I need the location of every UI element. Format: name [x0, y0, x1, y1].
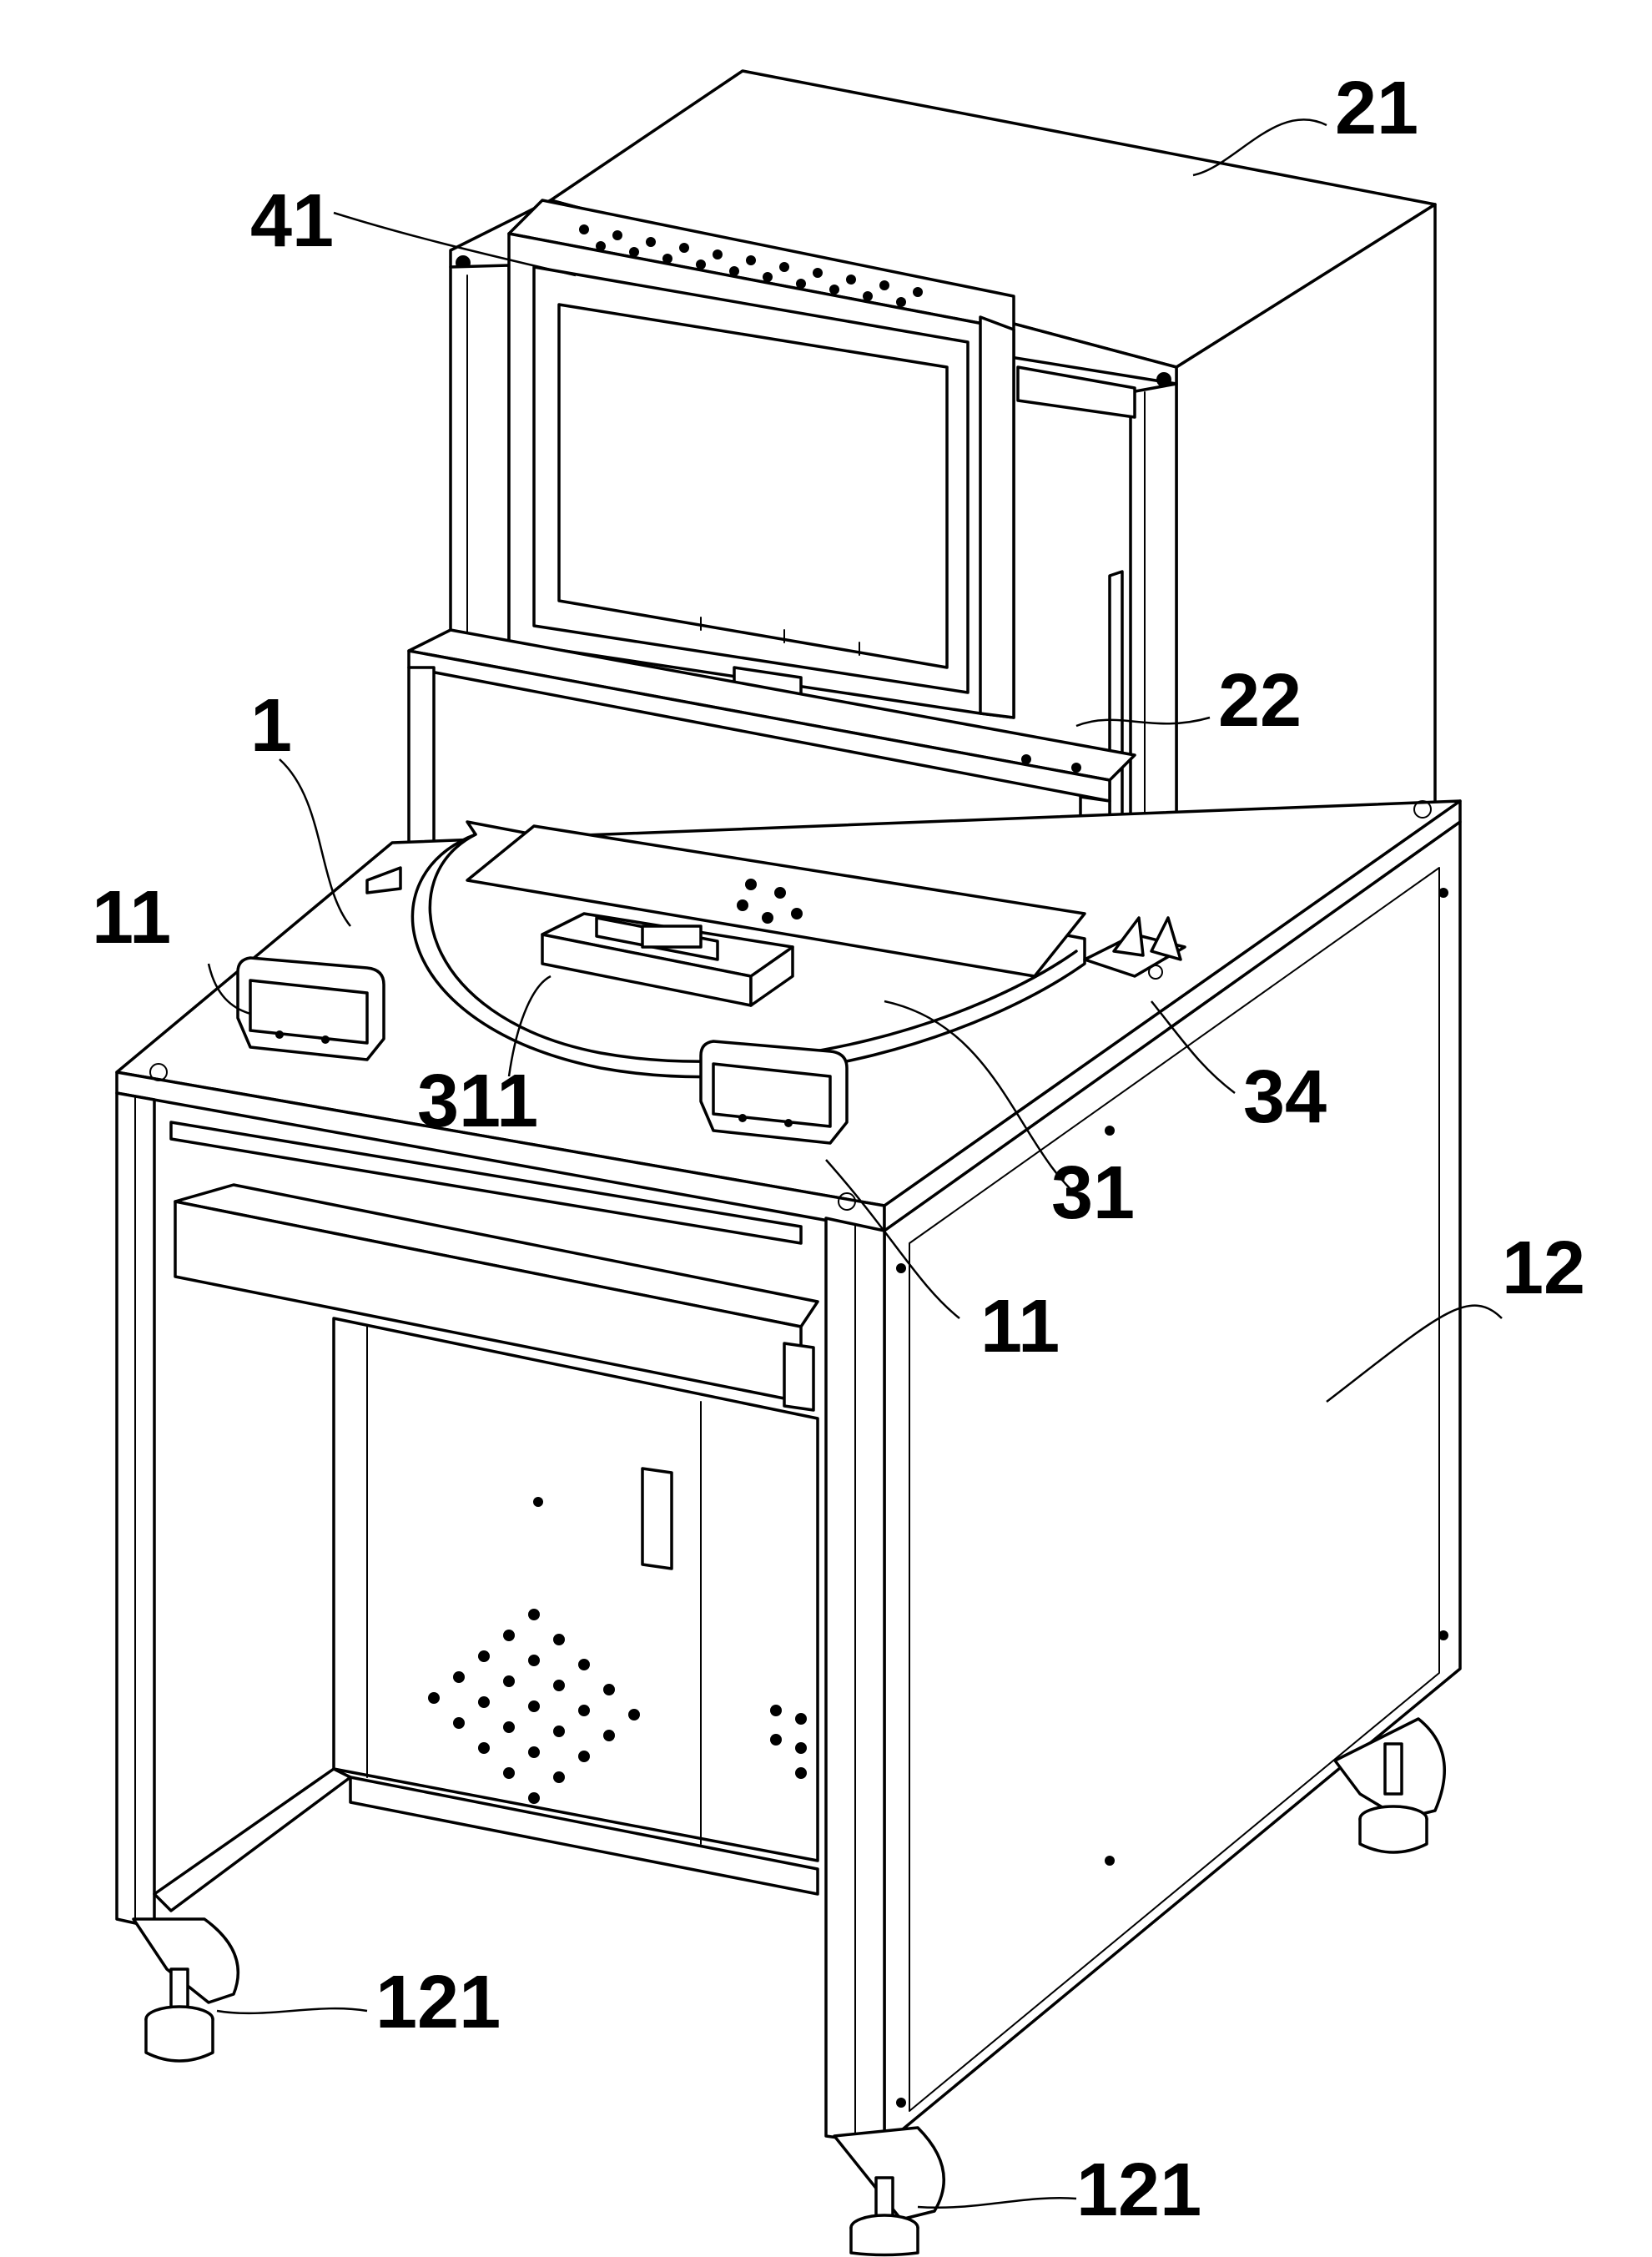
caster-front-left	[132, 1917, 240, 2063]
monitor-shelf	[407, 628, 1136, 986]
ref-upper-cabinet: 21	[1335, 67, 1418, 150]
caster-front-right	[833, 2126, 945, 2257]
ref-screen: 41	[250, 179, 334, 263]
bracket	[365, 866, 1186, 980]
reference-numerals: 21 41 22 1 11 311 34 31 11 12 121 121	[92, 67, 1585, 2232]
lower-cabinet	[115, 820, 1462, 2146]
leader-lines	[207, 118, 1503, 2209]
test-fixture	[541, 912, 794, 1007]
ref-shelf: 22	[1218, 659, 1302, 743]
caster-rear-right	[1333, 1717, 1446, 1854]
ref-caster-right: 121	[1076, 2149, 1201, 2232]
ref-turntable: 31	[1051, 1151, 1135, 1235]
handle-left	[236, 956, 385, 1061]
door-vent-holes	[428, 1609, 807, 1804]
ref-caster-left: 121	[375, 1961, 501, 2044]
ref-bracket: 34	[1243, 1055, 1327, 1139]
ref-handle-left: 11	[92, 876, 171, 960]
rear-frame	[449, 264, 1178, 945]
ref-handle-right: 11	[980, 1285, 1060, 1368]
ref-fixture: 311	[417, 1060, 538, 1143]
ref-table-top: 1	[250, 684, 292, 768]
ref-lower-cabinet: 12	[1502, 1227, 1585, 1310]
handle-right	[699, 1040, 849, 1145]
vent-holes	[579, 224, 923, 307]
